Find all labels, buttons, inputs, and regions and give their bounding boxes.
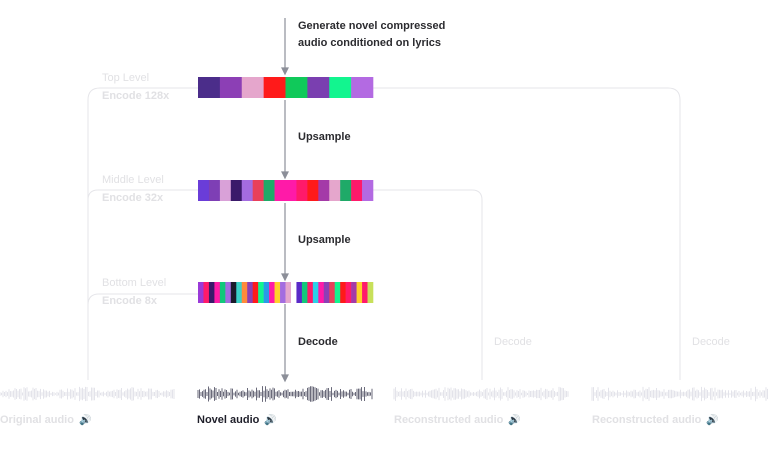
- arrow-generate-head: [281, 67, 289, 76]
- novel-audio-caption[interactable]: Novel audio 🔊: [197, 414, 277, 426]
- middle-level-label: Middle Level: [102, 174, 164, 186]
- token-cell: [252, 282, 259, 303]
- decode-label-middle: Decode: [494, 336, 532, 348]
- bottom-level-label: Bottom Level: [102, 277, 167, 289]
- token-cell: [285, 180, 297, 201]
- faint-connectors: [87, 87, 681, 380]
- arrow-upsample-1-head: [281, 171, 289, 180]
- token-cell: [247, 282, 253, 303]
- token-cell: [334, 282, 341, 303]
- decode-label-top: Decode: [692, 336, 730, 348]
- token-cell: [219, 180, 232, 201]
- reconstructed-audio-waveform-1: [393, 386, 569, 402]
- novel-audio-waveform: [197, 386, 373, 402]
- token-cell: [203, 282, 210, 303]
- reconstructed-audio-caption-1[interactable]: Reconstructed audio 🔊: [394, 414, 521, 426]
- token-cell: [198, 77, 221, 98]
- token-cell: [241, 77, 264, 98]
- token-cell: [258, 282, 264, 303]
- token-cell: [296, 282, 303, 303]
- token-cell: [307, 77, 330, 98]
- middle-level-encode-label: Encode 32x: [102, 192, 164, 204]
- token-cell: [351, 282, 357, 303]
- top-level-token-bar: [198, 77, 374, 98]
- original-audio-label: Original audio: [0, 414, 74, 426]
- token-cell: [225, 282, 232, 303]
- bottom-level-bracket: [87, 293, 198, 380]
- top-level-label: Top Level: [102, 72, 150, 84]
- token-cell: [280, 282, 286, 303]
- arrow-decode-head: [281, 374, 289, 383]
- token-cell: [230, 282, 237, 303]
- token-cell: [208, 180, 221, 201]
- token-cell: [241, 282, 248, 303]
- token-cell: [236, 282, 243, 303]
- token-cell: [296, 180, 308, 201]
- token-cell: [263, 77, 286, 98]
- novel-audio-label: Novel audio: [197, 414, 260, 426]
- token-cell: [307, 282, 314, 303]
- token-cell: [351, 180, 363, 201]
- bottom-level-token-bar: [198, 282, 374, 303]
- token-cell: [241, 180, 253, 201]
- token-cell: [323, 282, 330, 303]
- token-cell: [356, 282, 363, 303]
- token-cell: [318, 180, 330, 201]
- token-cell: [329, 77, 352, 98]
- speaker-icon[interactable]: 🔊: [508, 414, 521, 426]
- bottom-level-encode-label: Encode 8x: [102, 295, 158, 307]
- token-cell: [285, 282, 292, 303]
- generate-annotation-line2: audio conditioned on lyrics: [298, 37, 442, 49]
- token-cell: [367, 282, 374, 303]
- original-audio-waveform: [0, 386, 175, 402]
- top-level-encode-label: Encode 128x: [102, 90, 170, 102]
- token-cell: [230, 180, 243, 201]
- token-cell: [263, 282, 270, 303]
- token-cell: [351, 77, 374, 98]
- token-cell: [301, 282, 308, 303]
- token-cell: [340, 180, 352, 201]
- token-cell: [329, 282, 336, 303]
- token-cell: [198, 282, 204, 303]
- token-cell: [198, 180, 210, 201]
- token-cell: [208, 282, 215, 303]
- token-cell: [252, 180, 264, 201]
- token-cell: [274, 282, 281, 303]
- token-cell: [329, 180, 341, 201]
- top-level-bracket: [87, 87, 681, 380]
- reconstructed-audio-label-1: Reconstructed audio: [394, 414, 504, 426]
- upsample-label-2: Upsample: [298, 234, 351, 246]
- token-cell: [274, 180, 286, 201]
- speaker-icon[interactable]: 🔊: [78, 414, 92, 426]
- token-cell: [318, 282, 325, 303]
- token-cell: [285, 77, 308, 98]
- original-audio-caption[interactable]: Original audio 🔊: [0, 414, 91, 426]
- upsample-label-1: Upsample: [298, 131, 351, 143]
- token-cell: [362, 282, 368, 303]
- main-arrows: [281, 18, 289, 383]
- token-cell: [214, 282, 221, 303]
- generate-annotation-line1: Generate novel compressed: [298, 20, 446, 32]
- token-cell: [269, 282, 275, 303]
- reconstructed-audio-label-2: Reconstructed audio: [592, 414, 702, 426]
- token-cell: [219, 77, 243, 98]
- token-cell: [345, 282, 352, 303]
- token-cell: [340, 282, 346, 303]
- token-cell: [312, 282, 319, 303]
- speaker-icon[interactable]: 🔊: [706, 414, 719, 426]
- token-cell: [290, 282, 297, 303]
- reconstructed-audio-waveform-2: [591, 386, 768, 402]
- speaker-icon[interactable]: 🔊: [264, 414, 277, 426]
- token-cell: [263, 180, 275, 201]
- reconstructed-audio-caption-2[interactable]: Reconstructed audio 🔊: [592, 414, 719, 426]
- decode-label-main: Decode: [298, 336, 338, 348]
- middle-level-token-bar: [198, 180, 374, 201]
- arrow-upsample-2-head: [281, 273, 289, 282]
- token-cell: [362, 180, 374, 201]
- token-cell: [307, 180, 319, 201]
- token-cell: [219, 282, 226, 303]
